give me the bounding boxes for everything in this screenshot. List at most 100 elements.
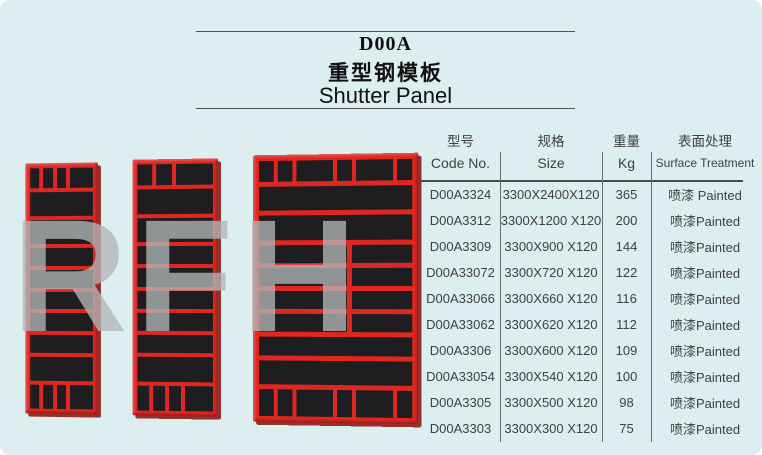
- cell-weight: 122: [615, 264, 638, 280]
- cell-code: D00A3305: [429, 394, 492, 410]
- cell-code: D00A3306: [429, 342, 492, 358]
- cell-surface: 喷漆Painted: [669, 291, 741, 307]
- table-row: D00A33066 3300X660 X120 116 喷漆Painted: [421, 285, 759, 311]
- panel-cell: [56, 384, 67, 410]
- panel-cell: [296, 160, 334, 182]
- cell-surface: 喷漆Painted: [669, 239, 741, 255]
- cell-surface: 喷漆 Painted: [668, 187, 742, 203]
- panel-cell: [259, 160, 275, 182]
- product-title-cn: 重型钢模板: [328, 62, 443, 85]
- cell-weight: 75: [619, 420, 634, 436]
- panel-cell: [175, 163, 213, 185]
- cell-surface: 喷漆Painted: [669, 265, 741, 281]
- panel-compartment-row: [137, 385, 213, 412]
- table-row: D00A33062 3300X620 X120 112 喷漆Painted: [421, 311, 759, 337]
- col-header-surface: 表面处理 Surface Treatment: [651, 132, 759, 175]
- cell-code: D00A33066: [426, 290, 495, 306]
- cell-code: D00A33072: [426, 264, 495, 280]
- col-header-code-en: Code No.: [430, 155, 491, 171]
- panel-cell: [396, 158, 413, 181]
- title-bottom-rule: [196, 108, 575, 109]
- table-column-divider: [500, 152, 501, 442]
- panel-cell: [153, 385, 165, 411]
- col-header-code-cn: 型号: [447, 134, 474, 149]
- cell-surface: 喷漆Painted: [669, 317, 741, 333]
- cell-size: 3300X720 X120: [504, 264, 598, 280]
- table-row: D00A3324 3300X2400X120 365 喷漆 Painted: [421, 181, 759, 207]
- panel-cell: [70, 167, 93, 188]
- panel-cell: [396, 390, 413, 419]
- panel-compartment-row: [30, 384, 93, 410]
- cell-size: 3300X620 X120: [504, 316, 598, 332]
- panel-cell: [184, 386, 213, 412]
- cell-size: 3300X1200 X120: [500, 212, 602, 228]
- cell-surface: 喷漆Painted: [669, 395, 741, 411]
- cell-surface: 喷漆Painted: [669, 213, 741, 229]
- col-header-size-cn: 规格: [537, 134, 565, 149]
- cell-weight: 116: [616, 290, 637, 306]
- panel-cell: [137, 164, 153, 186]
- panel-cell: [43, 384, 53, 409]
- title-top-rule: [196, 31, 575, 32]
- product-title-en: Shutter Panel: [318, 83, 453, 108]
- panel-compartment-row: [259, 158, 413, 182]
- panel-cell: [259, 389, 275, 417]
- panel-cell: [356, 390, 393, 418]
- cell-weight: 144: [615, 238, 638, 254]
- cell-surface: 喷漆Painted: [669, 369, 741, 385]
- col-header-surface-en: Surface Treatment: [655, 156, 755, 170]
- table-row: D00A3309 3300X900 X120 144 喷漆Painted: [421, 233, 759, 259]
- cell-surface: 喷漆Painted: [669, 343, 741, 359]
- col-header-weight-cn: 重量: [613, 134, 640, 149]
- col-header-size: 规格 Size: [500, 132, 602, 175]
- panel-compartment-row: [259, 389, 413, 419]
- panel-cell: [337, 159, 353, 181]
- product-code: D00A: [359, 33, 412, 55]
- panel-cell: [296, 389, 334, 418]
- cell-size: 3300X300 X120: [504, 420, 598, 436]
- panel-cell: [168, 385, 181, 412]
- table-header: 型号 Code No. 规格 Size 重量 Kg 表面处理 Surface T…: [421, 132, 759, 175]
- table-body: D00A3324 3300X2400X120 365 喷漆 Painted D0…: [421, 181, 759, 441]
- table-row: D00A33072 3300X720 X120 122 喷漆Painted: [421, 259, 759, 285]
- cell-weight: 109: [615, 342, 638, 358]
- cell-size: 3300X2400X120: [502, 186, 600, 202]
- panel-cell: [156, 164, 172, 186]
- panel-compartment-row: [137, 163, 213, 186]
- cell-code: D00A3312: [429, 212, 492, 228]
- rfh-watermark: RFH: [12, 186, 365, 365]
- panel-cell: [337, 390, 353, 418]
- col-header-size-en: Size: [537, 155, 565, 171]
- col-header-weight: 重量 Kg: [602, 132, 651, 175]
- cell-weight: 112: [616, 316, 637, 332]
- col-header-code: 型号 Code No.: [421, 132, 500, 175]
- col-header-weight-en: Kg: [617, 155, 636, 171]
- panel-cell: [356, 159, 393, 181]
- cell-code: D00A3309: [429, 238, 492, 254]
- cell-weight: 200: [615, 212, 638, 228]
- table-row: D00A3312 3300X1200 X120 200 喷漆Painted: [421, 207, 759, 233]
- cell-size: 3300X660 X120: [504, 290, 598, 306]
- panel-cell: [277, 389, 293, 417]
- table-header-rule: [421, 180, 743, 182]
- col-header-surface-cn: 表面处理: [678, 134, 732, 149]
- cell-size: 3300X540 X120: [504, 368, 598, 384]
- panel-cell: [30, 384, 40, 409]
- cell-code: D00A3303: [429, 420, 492, 436]
- panel-cell: [70, 385, 93, 410]
- table-column-divider: [651, 152, 652, 442]
- cell-weight: 98: [619, 394, 634, 410]
- table-row: D00A3306 3300X600 X120 109 喷漆Painted: [421, 337, 759, 363]
- panel-cell: [137, 385, 150, 411]
- cell-weight: 100: [615, 368, 638, 384]
- cell-weight: 365: [615, 186, 638, 202]
- spec-table: 型号 Code No. 规格 Size 重量 Kg 表面处理 Surface T…: [421, 132, 759, 447]
- table-row: D00A3303 3300X300 X120 75 喷漆Painted: [421, 415, 759, 441]
- cell-code: D00A33062: [426, 316, 495, 332]
- table-column-divider: [602, 152, 603, 442]
- cell-surface: 喷漆Painted: [669, 421, 741, 437]
- table-row: D00A3305 3300X500 X120 98 喷漆Painted: [421, 389, 759, 415]
- table-row: D00A33054 3300X540 X120 100 喷漆Painted: [421, 363, 759, 389]
- cell-size: 3300X500 X120: [504, 394, 598, 410]
